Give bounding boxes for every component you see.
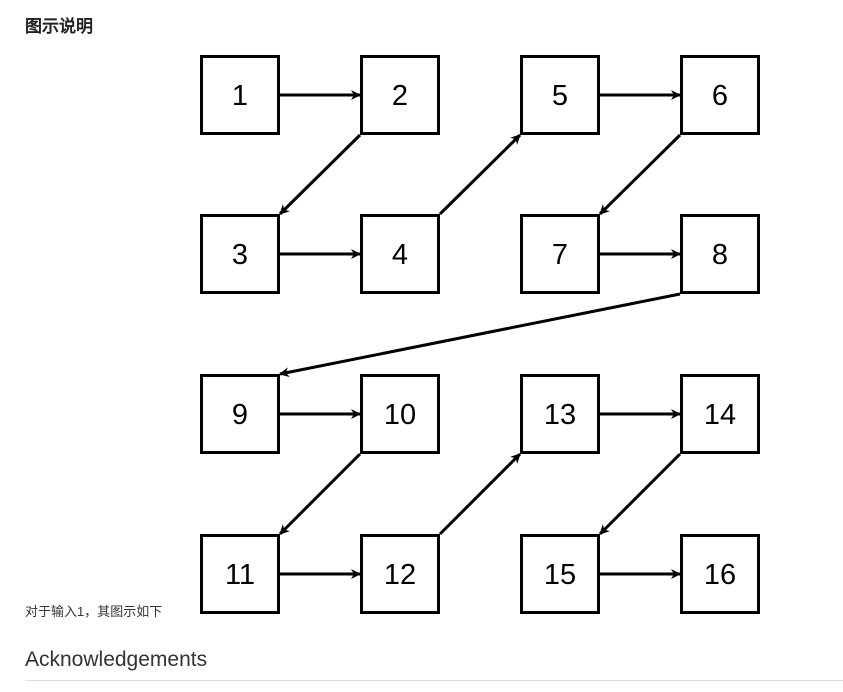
node-label: 10 (384, 399, 416, 431)
node-box (680, 214, 760, 294)
node-label: 7 (552, 239, 568, 271)
node-1: 1 (200, 55, 280, 135)
arrow-14-to-15 (598, 452, 682, 536)
node-7: 7 (520, 214, 600, 294)
node-15: 15 (520, 534, 600, 614)
node-13: 13 (520, 374, 600, 454)
node-box (680, 55, 760, 135)
node-label: 14 (704, 399, 736, 431)
node-11: 11 (200, 534, 280, 614)
node-box (360, 534, 440, 614)
node-box (680, 374, 760, 454)
node-label: 4 (392, 239, 408, 271)
node-label: 1 (232, 80, 248, 112)
arrow-12-to-13 (438, 452, 522, 536)
node-12: 12 (360, 534, 440, 614)
acknowledgements-heading: Acknowledgements (25, 648, 843, 681)
node-box (360, 214, 440, 294)
node-box (200, 214, 280, 294)
node-box (520, 55, 600, 135)
node-label: 6 (712, 80, 728, 112)
node-6: 6 (680, 55, 760, 135)
node-label: 15 (544, 559, 576, 591)
node-label: 13 (544, 399, 576, 431)
node-8: 8 (680, 214, 760, 294)
node-label: 2 (392, 80, 408, 112)
arrow-8-to-9 (279, 292, 681, 378)
node-label: 12 (384, 559, 416, 591)
node-box (360, 55, 440, 135)
arrow-4-to-5 (438, 133, 522, 216)
node-box (520, 534, 600, 614)
node-14: 14 (680, 374, 760, 454)
node-16: 16 (680, 534, 760, 614)
arrow-10-to-11 (278, 452, 362, 536)
node-box (680, 534, 760, 614)
node-label: 11 (225, 559, 255, 591)
node-box (520, 374, 600, 454)
node-box (520, 214, 600, 294)
node-3: 3 (200, 214, 280, 294)
node-label: 3 (232, 239, 248, 271)
node-label: 8 (712, 239, 728, 271)
node-10: 10 (360, 374, 440, 454)
node-box (200, 534, 280, 614)
diagram-caption: 对于输入1，其图示如下 (25, 604, 163, 619)
node-label: 5 (552, 80, 568, 112)
node-box (200, 374, 280, 454)
node-2: 2 (360, 55, 440, 135)
node-9: 9 (200, 374, 280, 454)
node-box (360, 374, 440, 454)
node-4: 4 (360, 214, 440, 294)
node-5: 5 (520, 55, 600, 135)
node-label: 16 (704, 559, 736, 591)
arrow-2-to-3 (278, 133, 362, 216)
node-label: 9 (232, 399, 248, 431)
arrow-6-to-7 (598, 133, 682, 216)
section-title: 图示说明 (25, 17, 93, 36)
node-box (200, 55, 280, 135)
